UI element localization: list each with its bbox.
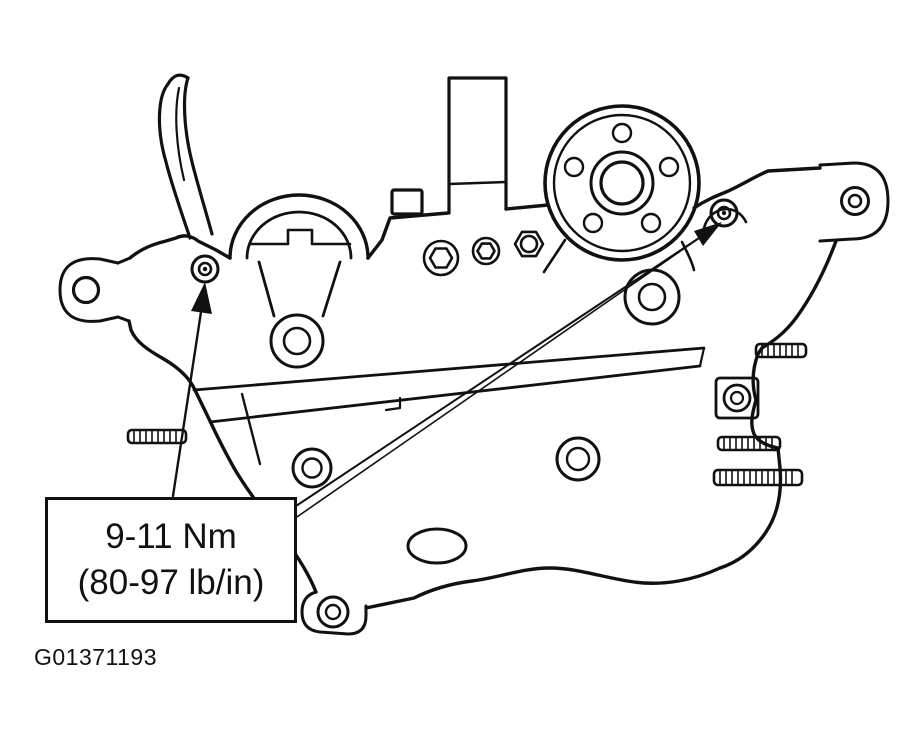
left-torque-arrow	[171, 282, 212, 498]
lower-cover-details	[291, 376, 760, 565]
right-clevis-mount	[818, 161, 890, 243]
left-torque-bolt	[190, 254, 220, 284]
body-outline	[127, 166, 838, 610]
bottom-bracket	[300, 590, 368, 636]
figure-id-label: G01371193	[34, 644, 158, 670]
left-clevis-mount	[58, 256, 132, 323]
shift-lever	[157, 73, 214, 240]
center-shaft	[390, 76, 508, 216]
right-torque-bolt	[702, 198, 748, 230]
saddle-clamp	[245, 210, 353, 369]
torque-callout-box: 9-11 Nm (80-97 lb/in)	[45, 497, 297, 623]
torque-arrows	[171, 222, 722, 520]
torque-callout-line1: 9-11 Nm	[105, 517, 237, 556]
threaded-studs	[126, 342, 808, 487]
torque-callout-line2: (80-97 lb/in)	[77, 563, 265, 602]
cover-band-lines	[192, 346, 706, 466]
hex-bolts	[422, 230, 545, 277]
right-torque-leader	[292, 222, 722, 520]
